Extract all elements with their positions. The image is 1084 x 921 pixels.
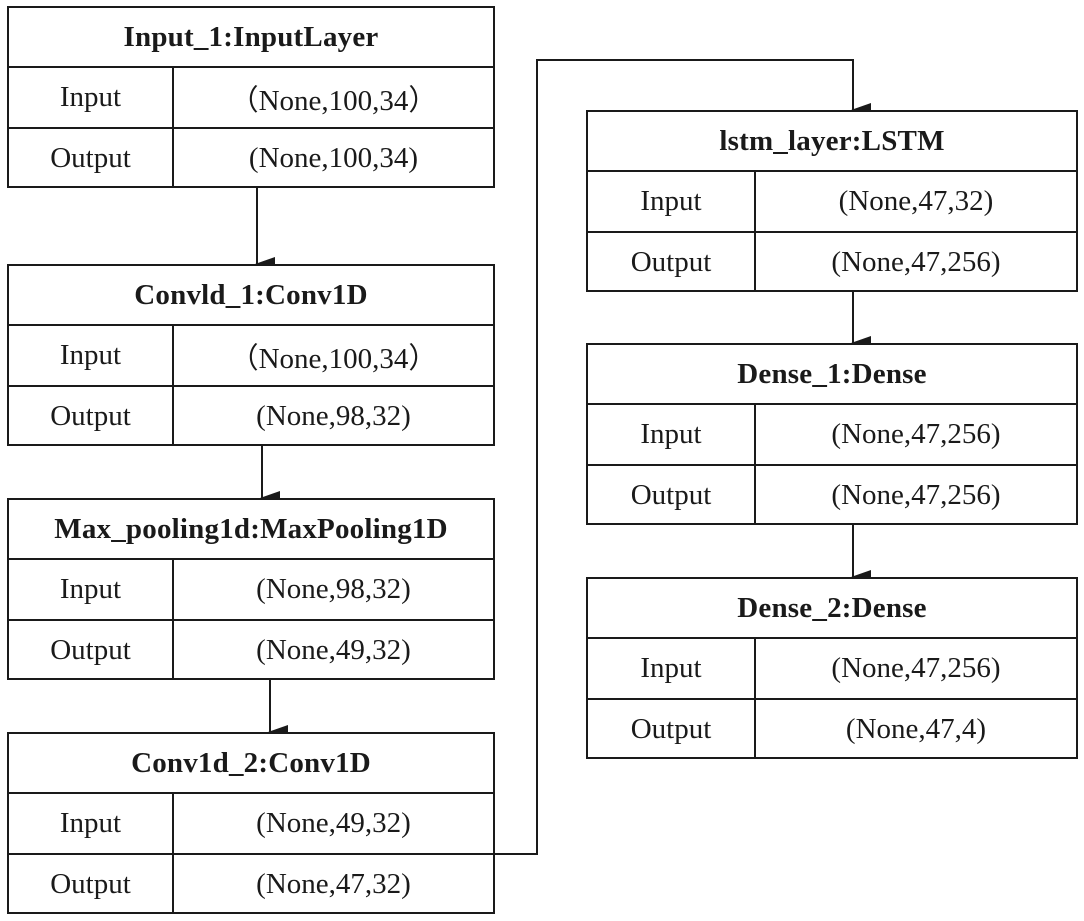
output-label: Output: [588, 700, 756, 759]
output-row: Output (None,47,256): [588, 466, 1076, 525]
output-shape: (None,47,32): [256, 868, 411, 900]
output-label: Output: [9, 855, 174, 914]
output-row: Output (None,47,32): [9, 855, 493, 914]
layer-title: Max_pooling1d:MaxPooling1D: [9, 500, 493, 560]
input-row: Input （None,100,34）: [9, 68, 493, 129]
layer-box-max-pooling1d: Max_pooling1d:MaxPooling1D Input (None,9…: [7, 498, 495, 680]
input-shape: (None,98,32): [256, 573, 411, 605]
layer-box-input-1: Input_1:InputLayer Input （None,100,34） O…: [7, 6, 495, 188]
input-label: Input: [588, 405, 756, 464]
input-label: Input: [9, 68, 174, 127]
output-shape: (None,47,256): [831, 246, 1001, 278]
layer-box-conv1d-1: Convld_1:Conv1D Input （None,100,34） Outp…: [7, 264, 495, 446]
layer-title: Conv1d_2:Conv1D: [9, 734, 493, 794]
input-row: Input (None,47,256): [588, 405, 1076, 466]
layer-box-conv1d-2: Conv1d_2:Conv1D Input (None,49,32) Outpu…: [7, 732, 495, 914]
output-shape: (None,49,32): [256, 634, 411, 666]
input-shape: (None,47,256): [831, 418, 1001, 450]
input-label: Input: [9, 326, 174, 385]
input-shape: (None,49,32): [256, 807, 411, 839]
input-shape: (None,47,32): [838, 185, 994, 217]
input-row: Input (None,47,256): [588, 639, 1076, 700]
output-shape: (None,98,32): [256, 400, 411, 432]
output-label: Output: [9, 621, 174, 680]
output-row: Output (None,47,256): [588, 233, 1076, 292]
output-row: Output (None,98,32): [9, 387, 493, 446]
output-row: Output (None,47,4): [588, 700, 1076, 759]
output-row: Output (None,49,32): [9, 621, 493, 680]
input-row: Input (None,47,32): [588, 172, 1076, 233]
layer-title: Convld_1:Conv1D: [9, 266, 493, 326]
output-shape: (None,47,256): [831, 479, 1001, 511]
input-row: Input （None,100,34）: [9, 326, 493, 387]
input-row: Input (None,98,32): [9, 560, 493, 621]
input-label: Input: [9, 560, 174, 619]
input-label: Input: [9, 794, 174, 853]
input-row: Input (None,49,32): [9, 794, 493, 855]
output-shape: (None,100,34): [248, 142, 419, 174]
output-label: Output: [588, 233, 756, 292]
arrow-conv2-to-lstm: [494, 59, 871, 855]
layer-title: Input_1:InputLayer: [9, 8, 493, 68]
layer-title: Dense_2:Dense: [588, 579, 1076, 639]
layer-title: Dense_1:Dense: [588, 345, 1076, 405]
input-label: Input: [588, 172, 756, 231]
output-label: Output: [588, 466, 756, 525]
output-label: Output: [9, 129, 174, 188]
input-shape: （None,100,34）: [229, 84, 438, 117]
input-shape: （None,100,34）: [229, 342, 438, 375]
output-label: Output: [9, 387, 174, 446]
input-shape: (None,47,256): [831, 652, 1001, 684]
layer-box-dense-1: Dense_1:Dense Input (None,47,256) Output…: [586, 343, 1078, 525]
layer-box-dense-2: Dense_2:Dense Input (None,47,256) Output…: [586, 577, 1078, 759]
layer-box-lstm: lstm_layer:LSTM Input (None,47,32) Outpu…: [586, 110, 1078, 292]
output-row: Output (None,100,34): [9, 129, 493, 188]
layer-title: lstm_layer:LSTM: [588, 112, 1076, 172]
input-label: Input: [588, 639, 756, 698]
output-shape: (None,47,4): [845, 713, 987, 745]
